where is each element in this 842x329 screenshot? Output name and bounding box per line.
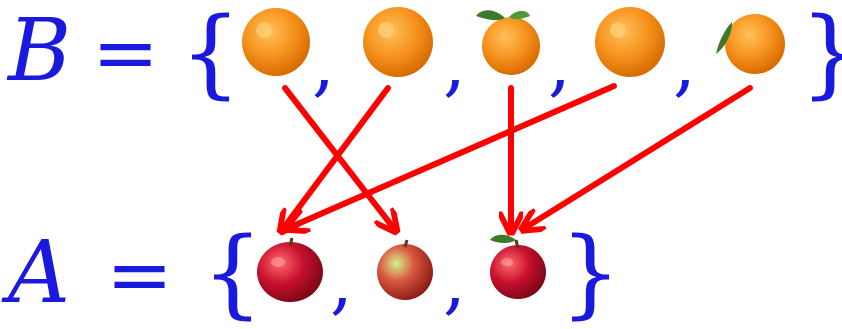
apple-1	[257, 237, 323, 302]
set-b-comma-3: ,	[548, 21, 571, 105]
orange-2	[363, 7, 433, 77]
set-a-name: A	[1, 223, 70, 323]
mapping-arrows	[285, 83, 753, 226]
orange-4	[595, 7, 665, 77]
set-b-name: B	[6, 1, 71, 101]
set-b-comma-2: ,	[443, 21, 466, 105]
set-b-comma-1: ,	[312, 21, 335, 105]
set-b-row: B = { , , , ,	[6, 0, 842, 109]
set-a-comma-2: ,	[443, 239, 466, 323]
arrow-orange5-to-apple3	[528, 85, 753, 226]
set-a-equals: =	[106, 228, 173, 321]
set-b-comma-4: ,	[673, 21, 696, 105]
orange-5	[716, 14, 785, 74]
set-b-open-brace: {	[180, 0, 241, 109]
apple-2	[377, 239, 433, 300]
set-a-row: A = { , , }	[1, 217, 621, 329]
set-a-comma-1: ,	[330, 239, 353, 323]
set-a-close-brace: }	[560, 217, 621, 329]
orange-1	[242, 8, 310, 76]
apple-3	[490, 234, 546, 299]
arrow-orange4-to-apple1	[293, 83, 617, 226]
set-b-equals: =	[92, 6, 159, 99]
orange-3	[476, 10, 540, 75]
set-b-close-brace: }	[800, 0, 842, 109]
arrow-orange2-to-apple1	[285, 85, 391, 226]
set-a-open-brace: {	[202, 217, 263, 329]
